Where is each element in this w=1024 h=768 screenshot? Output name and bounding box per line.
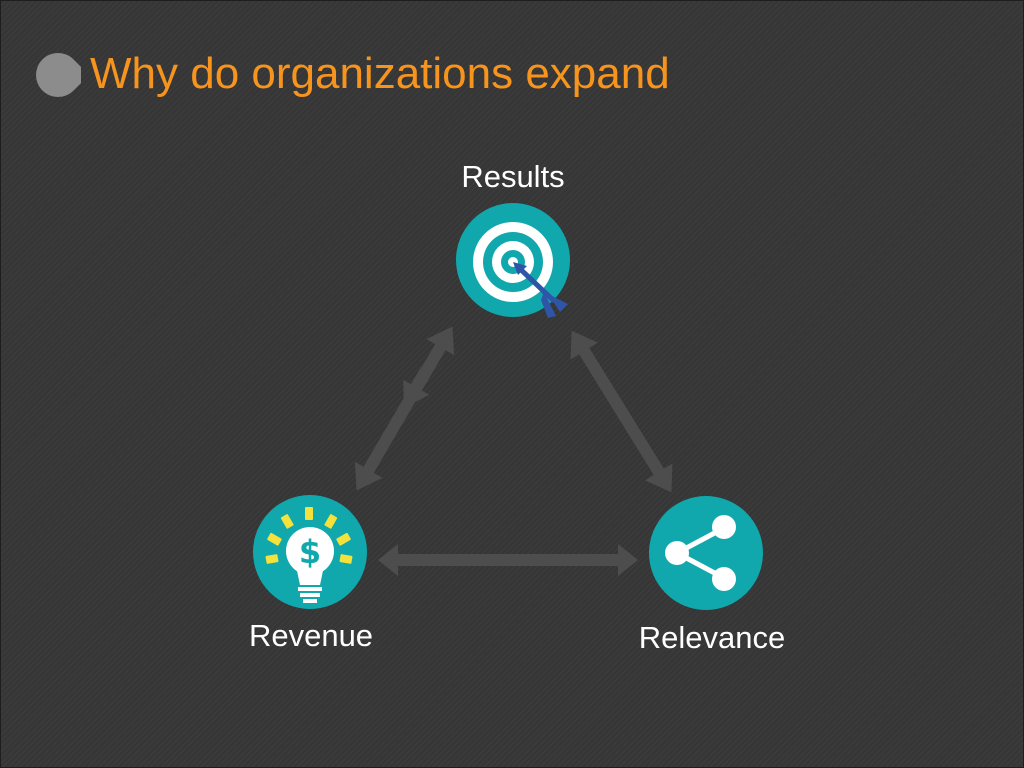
target-with-arrow-icon bbox=[456, 203, 570, 318]
dollar-sign-icon: $ bbox=[299, 533, 321, 571]
share-icon bbox=[649, 496, 763, 610]
slide-title: Why do organizations expand bbox=[90, 49, 670, 98]
node-label-results: Results bbox=[461, 159, 565, 194]
node-label-revenue: Revenue bbox=[248, 618, 374, 653]
light-rays-icon bbox=[265, 507, 353, 564]
node-label-relevance: Relevance bbox=[638, 620, 786, 655]
dart-icon bbox=[513, 262, 568, 318]
connector-revenue-relevance bbox=[378, 544, 638, 576]
connector-results-relevance bbox=[570, 330, 673, 493]
connector-results-revenue bbox=[354, 326, 455, 491]
bullet-shape-icon bbox=[36, 53, 81, 97]
lightbulb-dollar-icon: $ bbox=[253, 495, 367, 609]
